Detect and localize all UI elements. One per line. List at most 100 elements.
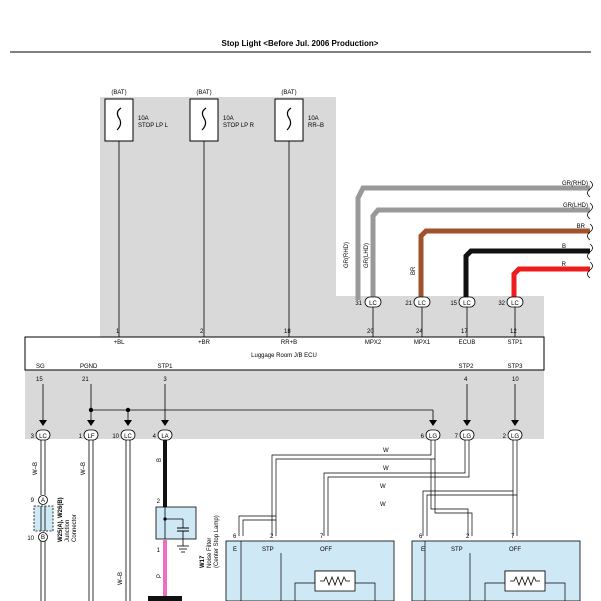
fuse-3-symbol [286, 107, 292, 131]
fuse-1: (BAT) 10A STOP LP L [104, 90, 169, 337]
bottom-connector-4-num: 4 [153, 434, 157, 440]
noise-filter-name-1: Noise Filter [207, 538, 213, 568]
ecu-bottom-pin-5-name: STP3 [507, 364, 523, 370]
fuse-2: (BAT) 10A STOP LP R [189, 90, 255, 337]
fuse-2-amp: 10A [223, 116, 234, 122]
relay-left-name-1: E [233, 547, 237, 553]
wire-gr-lhd [370, 207, 590, 300]
ecu-bottom-pin-3-num: 3 [163, 377, 167, 383]
noise-filter: 2 1 W17 Noise Filter (Center Stop Lamp) [155, 499, 220, 568]
ecu-bottom-pin-4-name: STP2 [458, 364, 474, 370]
fuse-1-symbol [116, 107, 122, 131]
ecu-top-pin-4-name: MPX2 [365, 340, 382, 346]
vlabel-gr-lhd: GR(LHD) [364, 243, 370, 268]
relay-left-name-2: STP [262, 547, 274, 553]
relay-left-pin-1: 6 [233, 534, 237, 540]
junction-connector: 9 A 10 B W25(A), W26(B) Junction Connect… [27, 495, 78, 542]
top-connector-3-code: LC [463, 301, 471, 307]
ecu-lower-leads [42, 384, 516, 425]
vlabel-b: B [157, 458, 163, 462]
relay-right-resistor-icon [510, 575, 540, 587]
wire-label-gr-lhd: GR(LHD) [563, 203, 588, 209]
junction-code-a: A [41, 498, 45, 504]
vlabel-p: P [157, 574, 163, 578]
fuse-1-bat: (BAT) [111, 90, 126, 96]
ecu-bottom-pin-2-name: PGND [80, 364, 98, 370]
noise-filter-ref: W17 [200, 555, 206, 568]
relay-left-resistor-icon [320, 575, 350, 587]
fuse-2-box [189, 98, 219, 142]
wire-r [511, 266, 590, 300]
ecu-top-pin-7-name: STP1 [507, 340, 523, 346]
ecu-top-pin-5-name: MPX1 [414, 340, 431, 346]
ecu-bottom-pin-1-num: 15 [36, 377, 43, 383]
relay-right-pin-3: 7 [511, 534, 515, 540]
arrows [39, 420, 519, 426]
relay-left-box [225, 540, 395, 601]
noise-filter-name-2: (Center Stop Lamp) [214, 515, 220, 568]
ecu-top-pin-3-name: RR+B [281, 340, 297, 346]
relay-right-pin-1: 6 [419, 534, 423, 540]
noise-filter-pin-top: 2 [157, 499, 161, 505]
relay-right-resistor-box [504, 570, 546, 592]
fuse-3-bat: (BAT) [281, 90, 296, 96]
bottom-connector-6-num: 7 [455, 434, 459, 440]
top-connector-4-num: 32 [498, 301, 505, 307]
vlabel-wb-1: W–B [33, 462, 39, 475]
w-label-3: W [380, 484, 386, 490]
junction-dot-1 [88, 407, 94, 413]
bottom-connector-1-num: 3 [31, 434, 35, 440]
junction-box [33, 505, 54, 532]
junction-dot-2 [125, 407, 131, 413]
fuse-2-name: STOP LP R [223, 123, 255, 129]
ecu-bottom-pin-1-name: SG [36, 364, 45, 370]
ecu-bottom-pin-2-num: 21 [82, 377, 89, 383]
bottom-connector-4: 4 LA [153, 429, 173, 441]
top-connector-leads [372, 307, 516, 337]
ecu-top-pin-2-num: 2 [200, 329, 204, 335]
bottom-connector-5: 6 LG [421, 429, 441, 441]
fuse-1-name: STOP LP L [138, 123, 169, 129]
top-connector-2-code: LC [418, 301, 426, 307]
ecu-top-pin-4-num: 20 [367, 329, 374, 335]
bottom-connector-5-code: LG [429, 434, 437, 440]
fuse-2-symbol [201, 107, 207, 131]
page-title: Stop Light <Before Jul. 2006 Production> [222, 39, 379, 48]
ecu-bottom-pin-3-name: STP1 [157, 364, 173, 370]
ecu-top-pin-5-num: 24 [416, 329, 423, 335]
ecu-top-pin-1-num: 1 [116, 329, 120, 335]
bottom-connector-5-num: 6 [421, 434, 425, 440]
junction-code-b: B [41, 535, 45, 541]
junction-pin-a: 9 [31, 498, 35, 504]
relay-left-pin-3: 7 [320, 534, 324, 540]
vlabel-wb-3: W–B [118, 572, 124, 585]
fuse-1-amp: 10A [138, 116, 149, 122]
top-connector-1-code: LC [369, 301, 377, 307]
w-label-4: W [380, 502, 386, 508]
fuse-2-bat: (BAT) [196, 90, 211, 96]
junction-name-1: Junction [65, 520, 71, 542]
bottom-connector-2-code: LF [87, 434, 94, 440]
top-connector-3: 15 LC [450, 296, 476, 308]
relay-left-pin-2: 2 [270, 534, 274, 540]
top-connector-3-num: 15 [450, 301, 457, 307]
wire-gr-rhd [355, 185, 590, 300]
bottom-connector-7: 2 LG [503, 429, 523, 441]
lamp-connector [148, 596, 182, 601]
wb-wires [40, 440, 131, 601]
bottom-connector-1: 3 LC [31, 429, 51, 441]
ecu-top-pin-6-name: ECUB [459, 340, 476, 346]
ecu-top-pin-1-name: +BL [114, 340, 126, 346]
ecu-label: Luggage Room J/B ECU [251, 353, 317, 359]
w-label-2: W [383, 466, 389, 472]
vlabel-br: BR [411, 266, 417, 275]
lower-panel [25, 370, 544, 439]
ecu-bottom-pin-4-num: 4 [464, 377, 468, 383]
ecu-top-pin-3-num: 18 [284, 329, 291, 335]
fuse-3: (BAT) 10A RR–B [274, 90, 324, 337]
relay-right-pin-2: 2 [466, 534, 470, 540]
bottom-connector-7-num: 2 [503, 434, 507, 440]
wire-label-b: B [562, 244, 566, 250]
wire-br [418, 228, 590, 300]
